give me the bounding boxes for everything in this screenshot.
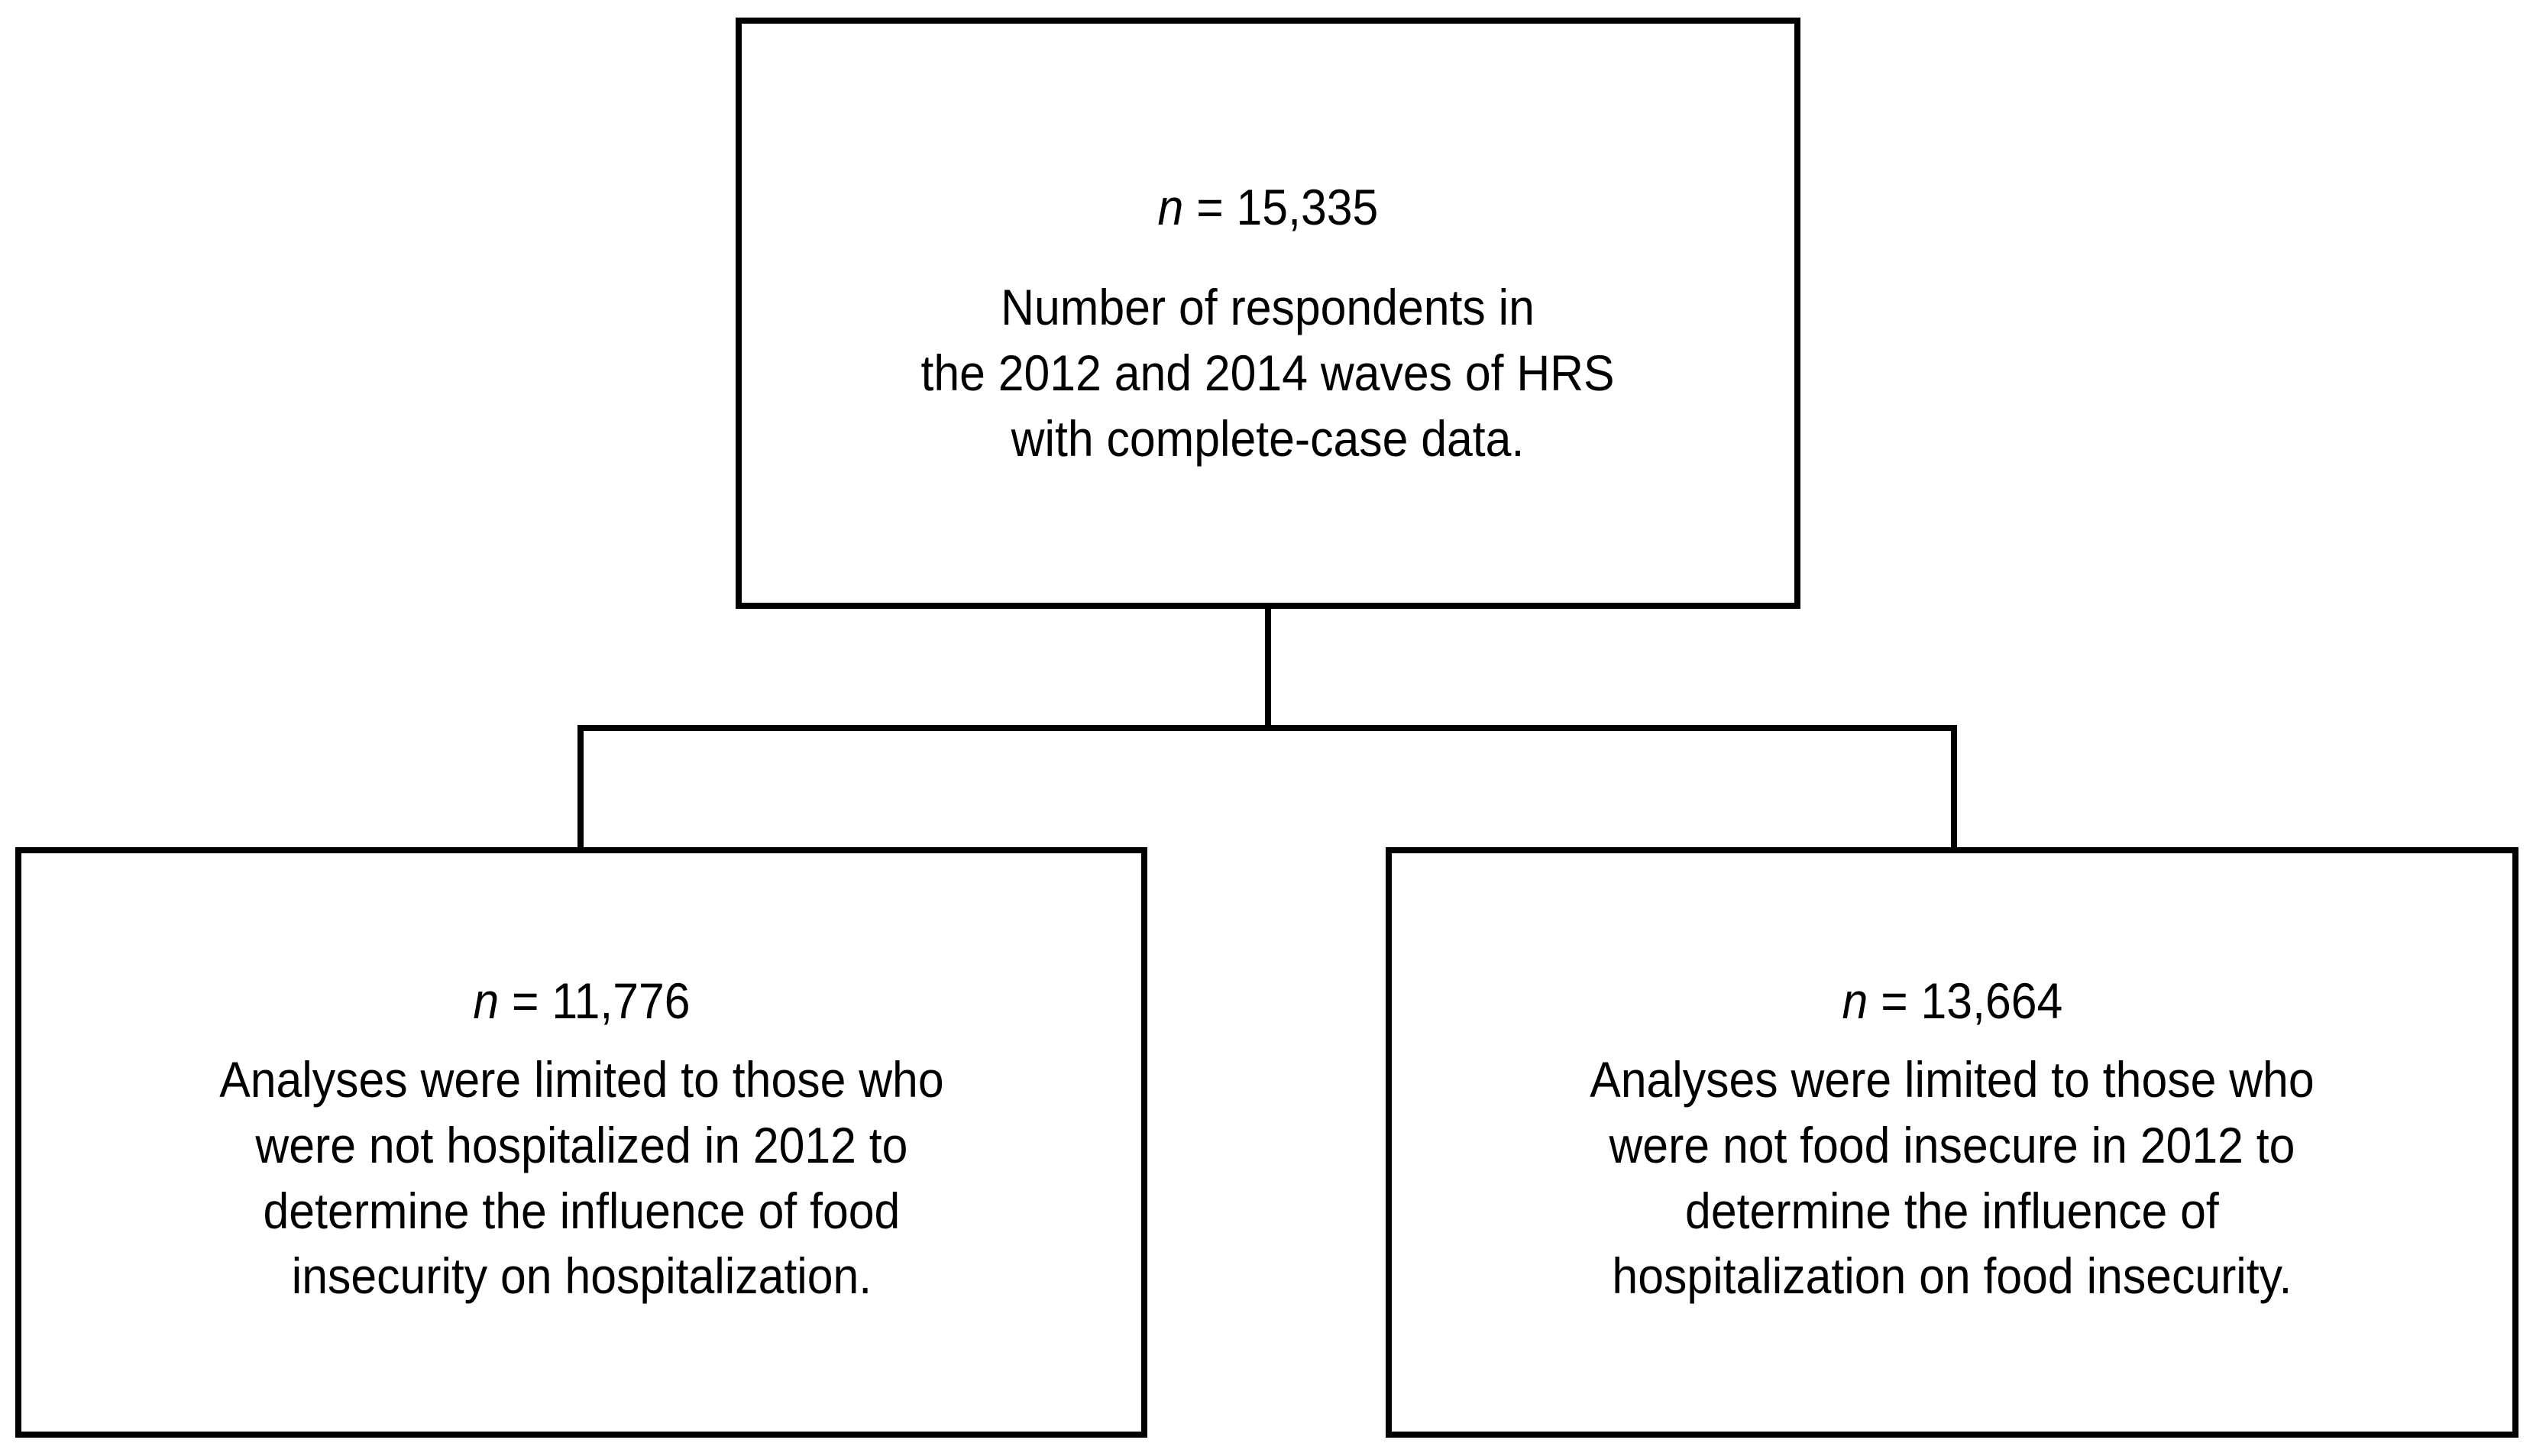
flowchart-node-source-sample: n = 15,335 Number of respondents in the … — [736, 18, 1800, 609]
top-node-description: Number of respondents in the 2012 and 20… — [920, 279, 1616, 467]
connector-split-bar — [577, 725, 1957, 731]
n-value: = 11,776 — [498, 972, 691, 1029]
n-symbol-italic: n — [1157, 179, 1184, 236]
top-node-sample-size: n = 15,335 — [1158, 182, 1379, 232]
flowchart-node-analytic-sample-food-insecurity-outcome: n = 13,664 Analyses were limited to thos… — [1386, 847, 2518, 1438]
n-value: = 13,664 — [1867, 972, 2062, 1029]
n-symbol-italic: n — [472, 972, 499, 1029]
bottom-right-node-description: Analyses were limited to those who were … — [1590, 1050, 2315, 1305]
bottom-left-node-description: Analyses were limited to those who were … — [218, 1050, 944, 1305]
bottom-left-node-sample-size: n = 11,776 — [473, 976, 690, 1026]
bottom-right-node-sample-size: n = 13,664 — [1842, 976, 2062, 1026]
n-symbol-italic: n — [1842, 972, 1868, 1029]
flowchart-node-analytic-sample-hospitalization-outcome: n = 11,776 Analyses were limited to thos… — [15, 847, 1147, 1438]
n-value: = 15,335 — [1183, 179, 1379, 236]
connector-stem-from-top-node — [1265, 606, 1271, 731]
connector-drop-to-bottom-right-node — [1951, 725, 1957, 850]
connector-drop-to-bottom-left-node — [577, 725, 584, 850]
